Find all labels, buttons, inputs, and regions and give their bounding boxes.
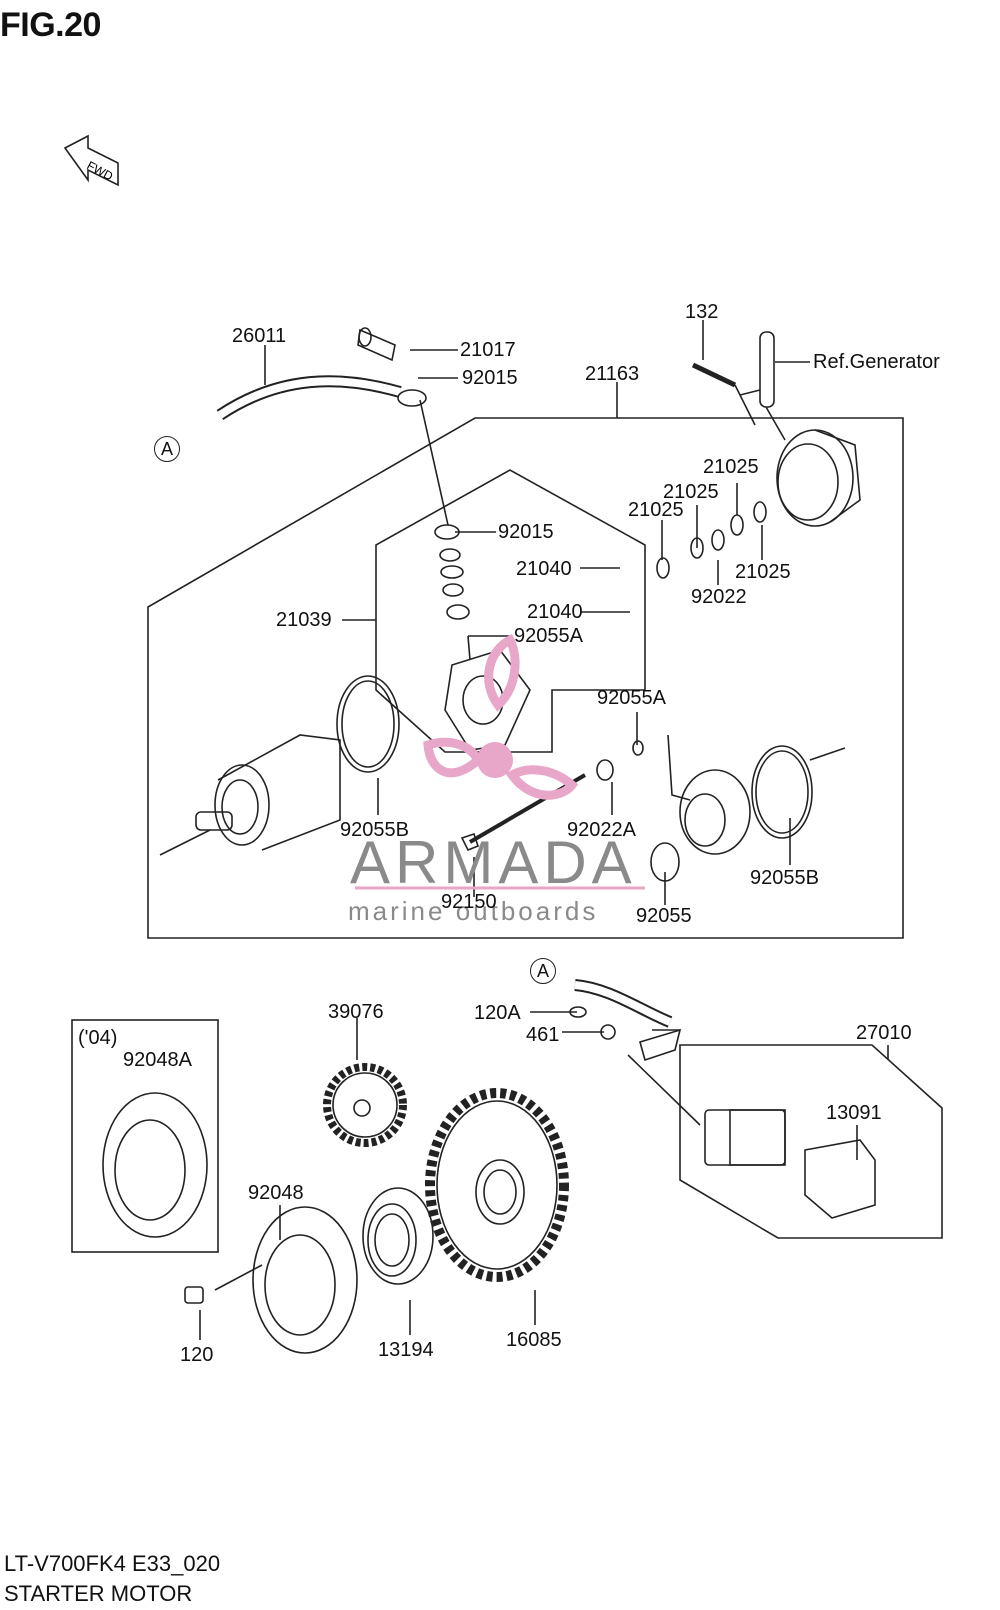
callout-92055a-inner: 92055A [514, 625, 583, 647]
callout-120a: 120A [474, 1002, 521, 1024]
callout-ref-generator: Ref.Generator [813, 351, 940, 373]
watermark-tagline: marine outboards [348, 896, 599, 926]
assembly-outline-27010 [679, 1044, 943, 1239]
callout-21025-mid: 21025 [663, 481, 719, 503]
callout-21025-left: 21025 [628, 499, 684, 521]
callout-92055a-right: 92055A [597, 687, 666, 709]
armada-logo-icon [423, 633, 579, 800]
watermark-brand: ARMADA [350, 829, 637, 896]
year-box-04 [71, 1019, 219, 1253]
callout-21025-right: 21025 [735, 561, 791, 583]
callout-92022a: 92022A [567, 819, 636, 841]
callout-21163: 21163 [585, 363, 640, 385]
footer-model-code: LT-V700FK4 E33_020 [4, 1551, 221, 1576]
callout-21040-top: 21040 [516, 558, 572, 580]
callout-92048: 92048 [248, 1182, 304, 1204]
assembly-outline-21163 [147, 417, 904, 939]
callout-92015-top: 92015 [462, 367, 518, 389]
callout-132: 132 [685, 301, 719, 323]
callout-92055b-left: 92055B [340, 819, 409, 841]
callout-27010: 27010 [856, 1022, 912, 1044]
callout-16085: 16085 [506, 1329, 562, 1351]
callout-21039: 21039 [276, 609, 332, 631]
circle-a-top: A [154, 436, 180, 462]
callout-120: 120 [180, 1344, 214, 1366]
callout-26011: 26011 [232, 325, 287, 347]
callout-39076: 39076 [328, 1001, 384, 1023]
callout-21017: 21017 [460, 339, 516, 361]
callout-92015-mid: 92015 [498, 521, 554, 543]
year-note: ('04) [78, 1027, 118, 1049]
callout-461: 461 [526, 1024, 560, 1046]
figure-title: FIG.20 [0, 6, 101, 44]
fwd-arrow-icon: FWD [63, 134, 119, 187]
callout-92022: 92022 [691, 586, 747, 608]
callout-92055: 92055 [636, 905, 692, 927]
callout-21040-bottom: 21040 [527, 601, 583, 623]
footer-section-name: STARTER MOTOR [4, 1581, 193, 1606]
callout-21025-top: 21025 [703, 456, 759, 478]
callout-92150: 92150 [441, 891, 497, 913]
assembly-outline-21039 [375, 469, 646, 753]
callout-13091: 13091 [826, 1102, 882, 1124]
circle-a-bottom: A [530, 958, 556, 984]
callout-13194: 13194 [378, 1339, 434, 1361]
callout-92055b-right: 92055B [750, 867, 819, 889]
callout-92048a: 92048A [123, 1049, 192, 1071]
